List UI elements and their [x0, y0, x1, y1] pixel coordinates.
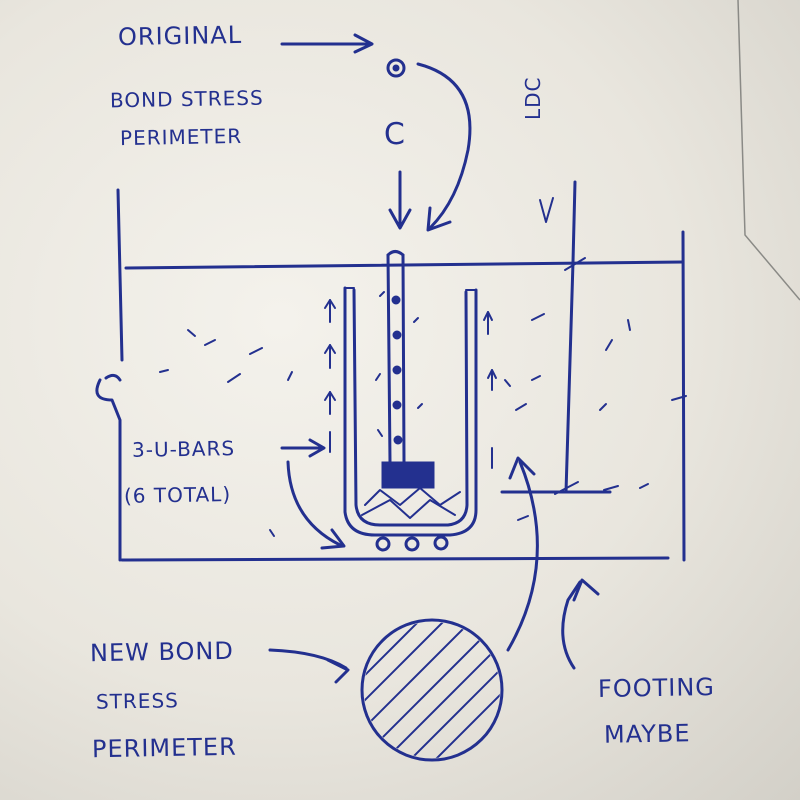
- bottom-bars: [375, 535, 449, 552]
- bond-stress-ticks-right: [483, 311, 497, 469]
- footing-label-line2: MAYBE: [603, 719, 691, 749]
- curved-arrow-to-bar: [416, 62, 472, 230]
- new-label-line3: PERIMETER: [91, 732, 237, 764]
- original-perimeter-dot: [392, 64, 400, 72]
- new-perimeter-up-arrow-head: [508, 456, 536, 480]
- footing-right-tick: [671, 395, 687, 401]
- u-bar-fill-hatch: [364, 487, 461, 506]
- load-label: C: [383, 116, 407, 153]
- bond-stress-ticks-left: [324, 299, 336, 453]
- column-bar-right: [401, 253, 406, 464]
- ldc-label: Ldc: [521, 76, 545, 120]
- new-label-line1: NEW BOND: [89, 636, 235, 668]
- ubars-label-line1: 3-U-BARS: [131, 436, 236, 462]
- column-bar-top: [386, 250, 405, 257]
- footing-arrow-shaft: [561, 580, 582, 670]
- original-label-line1: ORIGINAL: [117, 20, 243, 52]
- ldc-tick-top: [564, 257, 586, 271]
- column-bar-left: [386, 253, 392, 464]
- column-bar-deformations: [391, 295, 403, 445]
- footing-left-edge: [116, 188, 124, 362]
- original-arrow-head: [353, 33, 374, 54]
- curved-arrow-head: [426, 206, 452, 232]
- ldc-arrow-v: [539, 197, 554, 223]
- u-bar-outer: [343, 286, 478, 537]
- new-perimeter-up-arrow: [506, 460, 539, 652]
- u-bar-inner: [352, 288, 469, 527]
- new-perimeter-hatch: [364, 622, 500, 758]
- new-label-line2: STRESS: [95, 688, 180, 714]
- bearing-block: [381, 461, 435, 489]
- ubars-curve-arrow: [286, 460, 342, 547]
- ubars-arrow-head: [308, 438, 326, 458]
- ldc-dimension-line: [564, 180, 577, 494]
- load-arrow-head: [388, 208, 412, 230]
- original-label-line2: BOND STRESS: [109, 85, 264, 113]
- new-arrow-shaft: [268, 648, 348, 670]
- original-label-line3: PERIMETER: [119, 123, 243, 151]
- footing-bottom-edge: [120, 556, 670, 562]
- footing-notch-curve: [104, 373, 122, 382]
- ubars-label-line2: (6 TOTAL): [123, 482, 232, 508]
- footing-left-notch: [95, 378, 122, 562]
- footing-label-line1: FOOTING: [597, 672, 716, 704]
- footing-arrow-head: [572, 578, 600, 602]
- original-perimeter-circle: [386, 58, 406, 78]
- u-bar-fill-hatch-2: [361, 499, 456, 519]
- paper-edge-line: [737, 0, 800, 301]
- concrete-speckles: [159, 291, 649, 537]
- new-perimeter-circle: [360, 618, 504, 762]
- new-arrow-head: [326, 658, 350, 684]
- ubars-curve-arrow-head: [320, 528, 346, 550]
